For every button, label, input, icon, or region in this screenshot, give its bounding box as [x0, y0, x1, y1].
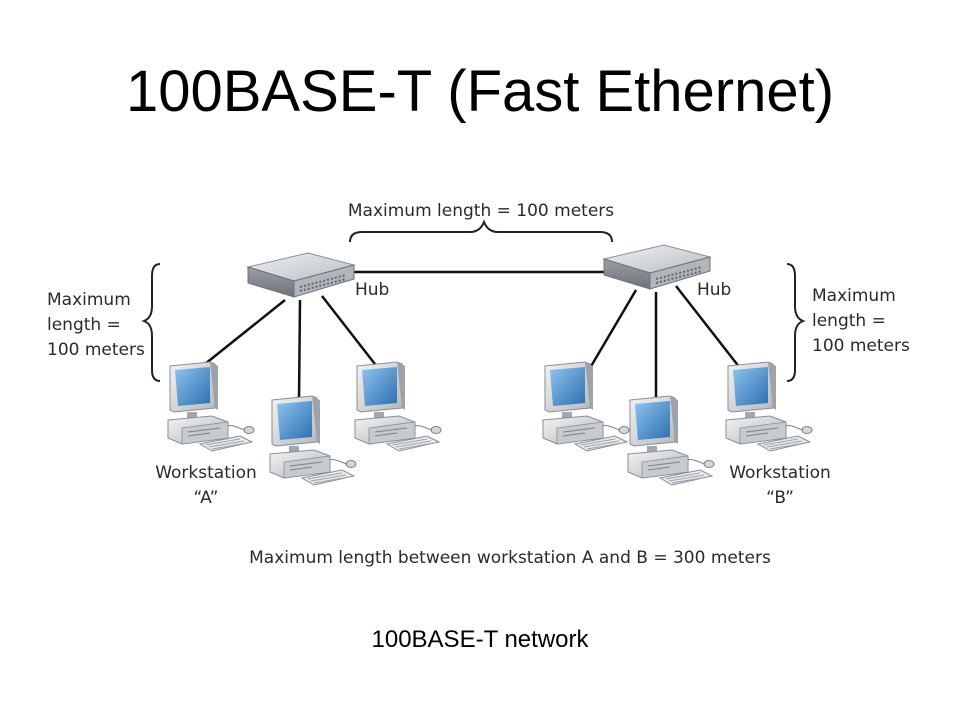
- workstation-b-label-line1: Workstation: [729, 463, 831, 483]
- workstation-b-label-line2: “B”: [766, 488, 794, 508]
- hub-left-label: Hub: [355, 280, 389, 300]
- left-length-label-line3: 100 meters: [47, 340, 145, 360]
- cable-hub1-ws2: [297, 299, 302, 401]
- cable-hub1-ws1: [199, 299, 286, 369]
- top-length-label: Maximum length = 100 meters: [348, 201, 614, 221]
- workstation-a-label-line1: Workstation: [155, 463, 257, 483]
- right-length-label-line1: Maximum: [812, 286, 896, 306]
- cable-hub2-ws6: [675, 285, 741, 369]
- bottom-length-label: Maximum length between workstation A and…: [249, 548, 771, 568]
- workstation-a-label-line2: “A”: [194, 488, 219, 508]
- cable-hub2-ws4: [588, 289, 638, 369]
- workstation-icon: [627, 395, 715, 486]
- right-length-label-line2: length =: [812, 311, 886, 331]
- cable-hub1-ws3: [321, 295, 379, 369]
- hub-right-icon: [602, 243, 712, 291]
- slide-title: 100BASE-T (Fast Ethernet): [125, 59, 835, 124]
- left-brace: [141, 263, 161, 382]
- hub-right-label: Hub: [697, 280, 731, 300]
- network-cables: [199, 270, 741, 401]
- left-length-label-line2: length =: [47, 315, 121, 335]
- figure-caption: 100BASE-T network: [371, 626, 589, 653]
- hub-left-icon: [246, 251, 356, 299]
- workstation-icon: [269, 395, 357, 486]
- workstation-a-icon: [167, 361, 255, 452]
- right-brace: [786, 263, 806, 382]
- left-length-label-line1: Maximum: [47, 290, 131, 310]
- workstation-icon: [542, 361, 630, 452]
- workstation-b-icon: [725, 361, 813, 452]
- workstation-icon: [354, 361, 442, 452]
- right-length-label-line3: 100 meters: [812, 336, 910, 356]
- top-brace: [349, 219, 613, 243]
